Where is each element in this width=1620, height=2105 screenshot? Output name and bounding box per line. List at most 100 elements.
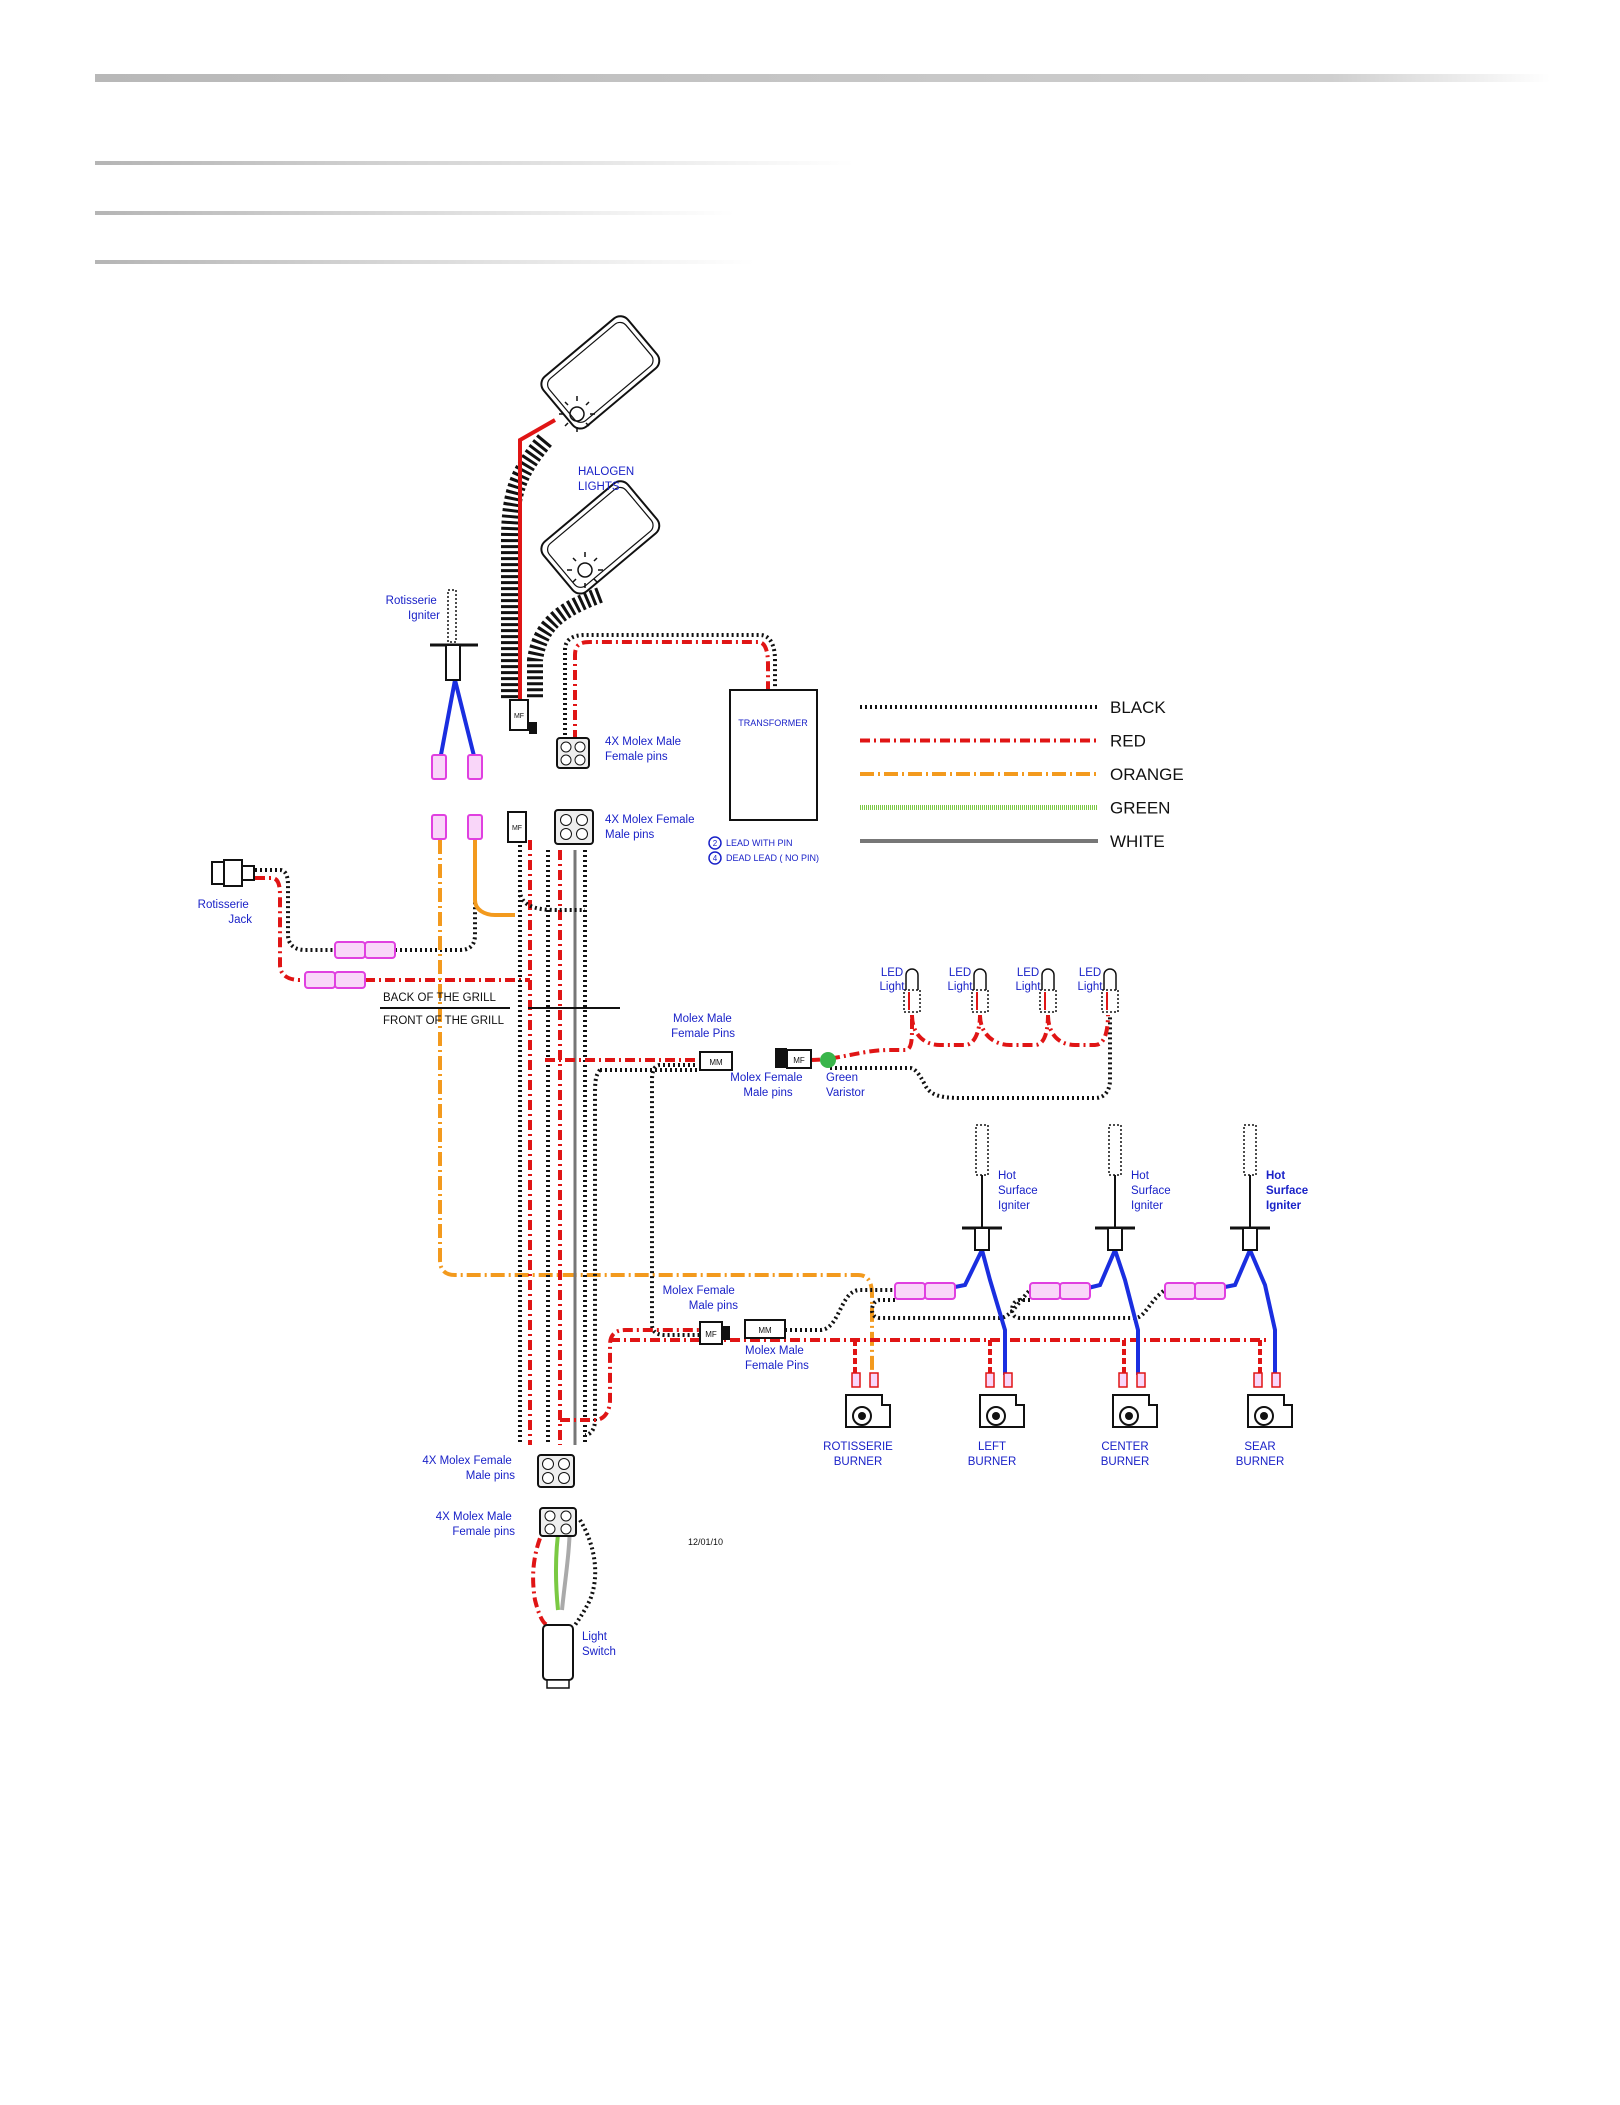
igniter1-blue-b [980,1249,1007,1375]
legend-item: ORANGE [860,765,1184,784]
led-link-2-3 [978,1014,1050,1047]
igniter-element [1243,1124,1257,1176]
label-line: Male pins [689,1300,738,1312]
burner-terminal [1118,1372,1128,1388]
dead-lead-num: 4 [713,854,718,863]
burner-knob-center [1260,1412,1268,1420]
label-line: Rotisserie [386,595,437,607]
legend-item: RED [860,732,1146,751]
jack-to-igniter-black [395,840,477,952]
burner-terminal [1253,1372,1263,1388]
label-line: LED [1079,967,1101,979]
led-bulb [973,968,987,994]
label-line: BURNER [968,1456,1017,1468]
label-line: Varistor [826,1087,865,1099]
halogen-light-1 [540,315,661,432]
rotisserie-igniter-label: Rotisserie Igniter [386,595,441,622]
trunk-crossover [518,889,585,912]
page-header-rules [95,74,1550,264]
rotisserie-igniter [430,589,478,681]
burner-black-feed [785,1288,895,1332]
orange-short [473,840,515,917]
halogen-label-line1: HALOGEN [578,466,634,478]
molex-female-male-pins-low-label: Molex Female Male pins [663,1285,739,1312]
green-varistor-label: Green Varistor [826,1072,865,1099]
burner-red-feed [560,1328,700,1422]
label-line: 4X Molex Male [436,1511,512,1523]
led-return-black [830,1015,1112,1100]
diagram-date: 12/01/10 [688,1537,723,1547]
dead-lead-label: DEAD LEAD ( NO PIN) [726,853,819,863]
lead-with-pin-icon [708,836,722,850]
legend-item: WHITE [860,832,1165,851]
halogen-harness-1 [501,434,552,700]
label-line: Hot [998,1170,1017,1182]
igniter-body [974,1227,990,1251]
header-bar [95,74,1550,82]
transformer: TRANSFORMER [729,689,818,821]
halogen-lights-label: HALOGEN LIGHTS [578,466,637,493]
legend-label: BLACK [1110,698,1166,717]
lower-mf-connector: MF [699,1321,730,1345]
grill-divider: BACK OF THE GRILL FRONT OF THE GRILL [380,992,620,1027]
label-line: Jack [228,914,252,926]
molex-female-male-pins-top-label: 4X Molex Female Male pins [605,814,698,841]
label-line: Male pins [466,1470,515,1482]
light-switch-label: Light Switch [582,1631,616,1658]
molex-male-female-pins-bottom-label: 4X Molex Male Female pins [436,1511,516,1538]
label-line: Hot [1131,1170,1150,1182]
label-line: Female pins [452,1526,515,1538]
label-line: Female pins [605,751,668,763]
burner-black-bus-1 [869,1288,1032,1320]
molex-male-female-pins-mid-label: Molex Male Female Pins [671,1013,735,1040]
mf-text: MF [514,713,524,720]
jack-red-lead [255,876,305,982]
label-line: BURNER [834,1456,883,1468]
label-line: Light [582,1631,608,1643]
legend-item: GREEN [860,799,1170,818]
label-line: Molex Male [745,1345,804,1357]
label-line: CENTER [1101,1441,1148,1453]
igniter-body [1107,1227,1123,1251]
label-line: Igniter [1266,1200,1302,1212]
lead-key: 2 LEAD WITH PIN 4 DEAD LEAD ( NO PIN) [708,836,819,865]
led-mm-connector: MM [699,1051,733,1071]
molex-male-female-pins-top-label: 4X Molex Male Female pins [605,736,684,763]
igniter-body [1242,1227,1258,1251]
switch-black [573,1518,598,1627]
light-switch [542,1624,574,1689]
led-bulb [1103,968,1117,994]
label-line: BURNER [1236,1456,1285,1468]
switch-red [531,1519,550,1627]
header-rule-3 [95,260,755,264]
igniter-element [1108,1124,1122,1176]
label-line: Male pins [743,1087,792,1099]
label-line: Igniter [998,1200,1030,1212]
legend-label: WHITE [1110,832,1165,851]
led-link-3-4 [1046,1014,1110,1047]
burner-terminal [869,1372,879,1388]
label-line: Surface [1266,1185,1308,1197]
igniter-terminals-bottom [431,814,483,840]
label-line: 4X Molex Female [422,1455,511,1467]
igniter3-blue-b [1248,1249,1277,1375]
label-line: 4X Molex Male [605,736,681,748]
transformer-black-lead [563,633,777,740]
burner-knob-center [858,1412,866,1420]
header-rule-1 [95,161,855,165]
label-line: Light [948,981,974,993]
igniter-terminals-top [431,754,483,780]
burner-terminal [1003,1372,1013,1388]
label-line: Female Pins [745,1360,809,1372]
igniter-element [975,1124,989,1176]
mm-text: MM [758,1326,772,1335]
label-line: Surface [1131,1185,1171,1197]
